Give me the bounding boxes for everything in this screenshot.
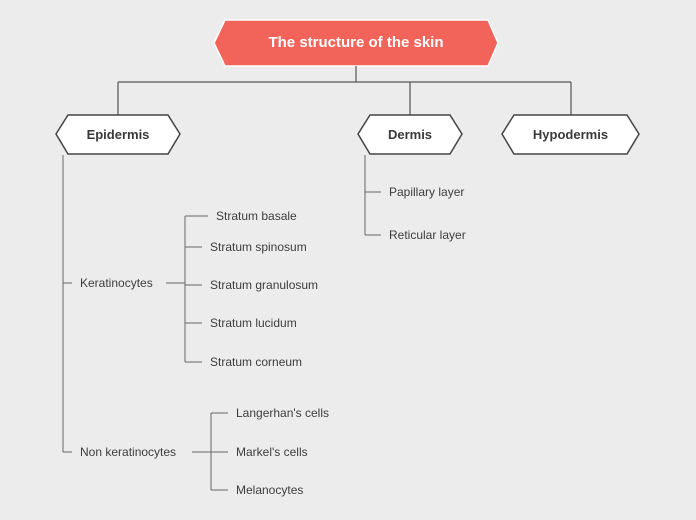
keratinocytes-label[interactable]: Keratinocytes — [80, 276, 153, 290]
dermis-node-label: Dermis — [387, 127, 433, 142]
reticular-layer-label[interactable]: Reticular layer — [389, 228, 466, 242]
epidermis-connectors — [62, 155, 228, 491]
stratum-corneum-label[interactable]: Stratum corneum — [210, 355, 303, 369]
stratum-basale-label[interactable]: Stratum basale — [216, 209, 297, 223]
markels-cells-label[interactable]: Markel's cells — [236, 445, 308, 459]
epidermis-node-label: Epidermis — [86, 127, 150, 142]
dermis-connectors — [364, 155, 381, 236]
melanocytes-label[interactable]: Melanocytes — [236, 483, 304, 497]
hypodermis-node-label: Hypodermis — [532, 127, 609, 142]
root-connectors — [117, 66, 572, 115]
stratum-spinosum-label[interactable]: Stratum spinosum — [210, 240, 307, 254]
dermis-node-shape[interactable] — [357, 114, 463, 155]
non-keratinocytes-label[interactable]: Non keratinocytes — [80, 445, 177, 459]
epidermis-node-shape[interactable] — [55, 114, 181, 155]
stratum-lucidum-label[interactable]: Stratum lucidum — [210, 316, 297, 330]
langerhans-cells-label[interactable]: Langerhan's cells — [236, 406, 330, 420]
root-node-label: The structure of the skin — [268, 34, 444, 51]
stratum-granulosum-label[interactable]: Stratum granulosum — [210, 278, 319, 292]
hypodermis-node-shape[interactable] — [501, 114, 640, 155]
root-node-shape[interactable] — [213, 19, 499, 67]
papillary-layer-label[interactable]: Papillary layer — [389, 185, 465, 199]
